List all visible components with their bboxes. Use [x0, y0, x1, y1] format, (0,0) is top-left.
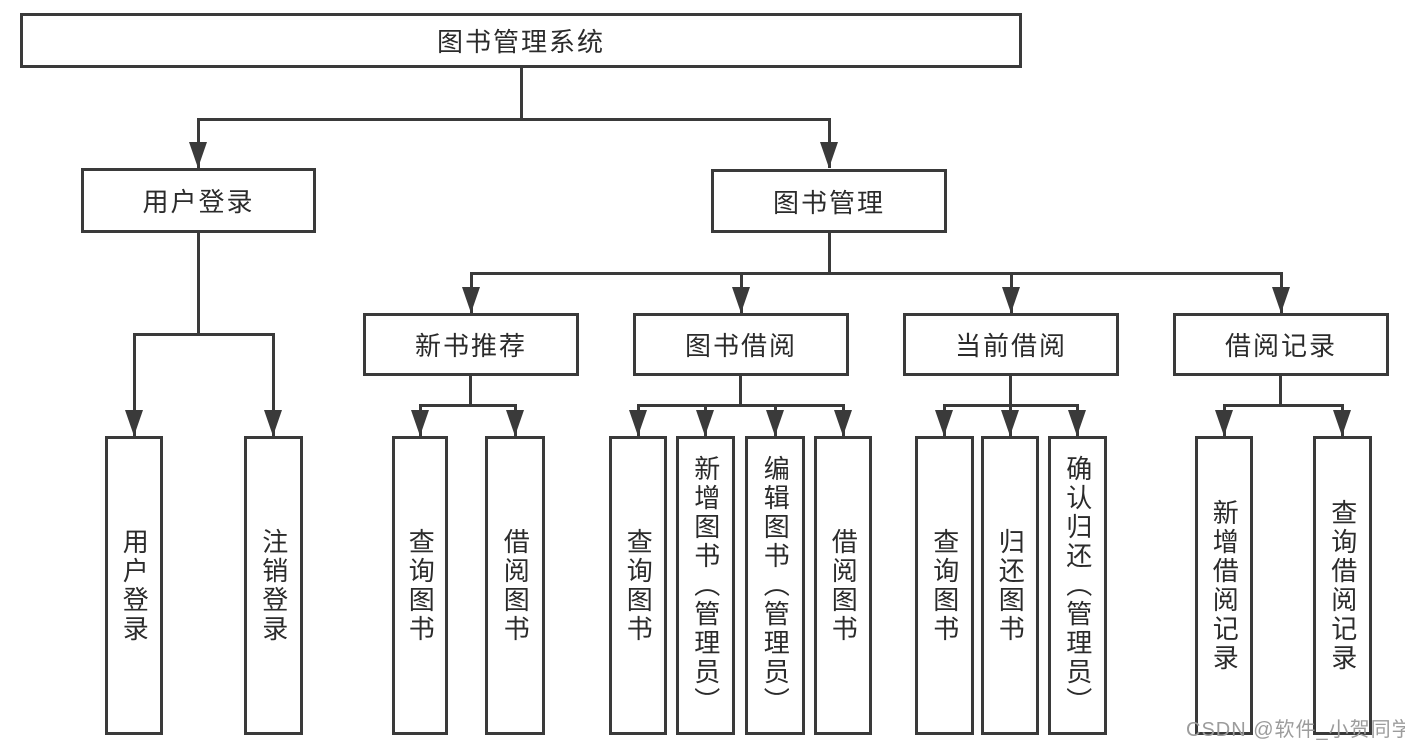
connector-stem	[520, 66, 523, 121]
leaf-logout-label: 注销登录	[258, 527, 289, 644]
node-library-system: 图书管理系统	[20, 13, 1022, 68]
connector-bar	[419, 404, 516, 407]
leaf-user-login: 用户登录	[105, 436, 163, 735]
leaf-borrow-borrow-book-label: 借阅图书	[828, 527, 859, 644]
leaf-records-add-record-label: 新增借阅记录	[1209, 498, 1240, 673]
node-new-book-recommend: 新书推荐	[363, 313, 579, 376]
down-arrowhead-icon	[1002, 287, 1020, 313]
node-book-management-label: 图书管理	[772, 187, 885, 218]
leaf-borrow-edit-book-admin: 编辑图书（管理员）	[745, 436, 805, 735]
leaf-borrow-borrow-book: 借阅图书	[814, 436, 872, 735]
down-arrowhead-icon	[629, 410, 647, 436]
leaf-recommend-query-book-label: 查询图书	[405, 527, 436, 644]
csdn-watermark: CSDN @软件_小贺同学	[1186, 719, 1405, 741]
down-arrowhead-icon	[506, 410, 524, 436]
down-arrowhead-icon	[1333, 410, 1351, 436]
node-user-login: 用户登录	[81, 168, 316, 233]
leaf-borrow-edit-book-admin-label: 编辑图书（管理员）	[760, 455, 791, 716]
leaf-borrow-add-book-admin-label: 新增图书（管理员）	[690, 455, 721, 716]
connector-bar	[637, 404, 844, 407]
connector-bar	[1223, 404, 1343, 407]
leaf-recommend-borrow-book: 借阅图书	[485, 436, 545, 735]
connector-drop	[272, 333, 275, 436]
down-arrowhead-icon	[766, 410, 784, 436]
down-arrowhead-icon	[1272, 287, 1290, 313]
down-arrowhead-icon	[1068, 410, 1086, 436]
leaf-user-login-label: 用户登录	[119, 527, 150, 644]
down-arrowhead-icon	[125, 410, 143, 436]
leaf-current-confirm-return-admin: 确认归还（管理员）	[1048, 436, 1107, 735]
leaf-current-confirm-return-admin-label: 确认归还（管理员）	[1062, 455, 1093, 716]
leaf-borrow-query-book-label: 查询图书	[623, 527, 654, 644]
down-arrowhead-icon	[462, 287, 480, 313]
leaf-recommend-query-book: 查询图书	[392, 436, 448, 735]
node-new-book-recommend-label: 新书推荐	[414, 331, 527, 361]
leaf-records-add-record: 新增借阅记录	[1195, 436, 1253, 735]
leaf-records-query-record: 查询借阅记录	[1313, 436, 1372, 735]
connector-stem	[739, 374, 742, 407]
connector-stem	[1279, 374, 1282, 407]
leaf-records-query-record-label: 查询借阅记录	[1327, 498, 1358, 673]
connector-drop	[133, 333, 136, 436]
leaf-current-query-book-label: 查询图书	[929, 527, 960, 644]
node-borrow-records: 借阅记录	[1173, 313, 1389, 376]
connector-stem	[469, 374, 472, 407]
leaf-current-return-book-label: 归还图书	[995, 527, 1026, 644]
connector-bar	[133, 333, 275, 336]
down-arrowhead-icon	[732, 287, 750, 313]
leaf-logout: 注销登录	[244, 436, 303, 735]
leaf-current-return-book: 归还图书	[981, 436, 1039, 735]
down-arrowhead-icon	[935, 410, 953, 436]
down-arrowhead-icon	[1215, 410, 1233, 436]
connector-bar	[470, 272, 1283, 275]
down-arrowhead-icon	[834, 410, 852, 436]
connector-stem	[1009, 374, 1012, 407]
node-book-management: 图书管理	[711, 169, 947, 233]
node-current-borrow: 当前借阅	[903, 313, 1119, 376]
leaf-recommend-borrow-book-label: 借阅图书	[500, 527, 531, 644]
node-library-system-label: 图书管理系统	[436, 27, 605, 57]
down-arrowhead-icon	[189, 142, 207, 168]
down-arrowhead-icon	[411, 410, 429, 436]
down-arrowhead-icon	[820, 142, 838, 168]
leaf-current-query-book: 查询图书	[915, 436, 974, 735]
node-book-borrow: 图书借阅	[633, 313, 849, 376]
node-user-login-label: 用户登录	[142, 187, 255, 217]
connector-stem	[197, 231, 200, 336]
down-arrowhead-icon	[696, 410, 714, 436]
connector-stem	[828, 231, 831, 275]
node-book-borrow-label: 图书借阅	[684, 331, 797, 361]
node-borrow-records-label: 借阅记录	[1224, 331, 1337, 361]
leaf-borrow-add-book-admin: 新增图书（管理员）	[676, 436, 735, 735]
down-arrowhead-icon	[264, 410, 282, 436]
down-arrowhead-icon	[1001, 410, 1019, 436]
leaf-borrow-query-book: 查询图书	[609, 436, 667, 735]
node-current-borrow-label: 当前借阅	[954, 331, 1067, 361]
connector-bar	[197, 118, 831, 121]
